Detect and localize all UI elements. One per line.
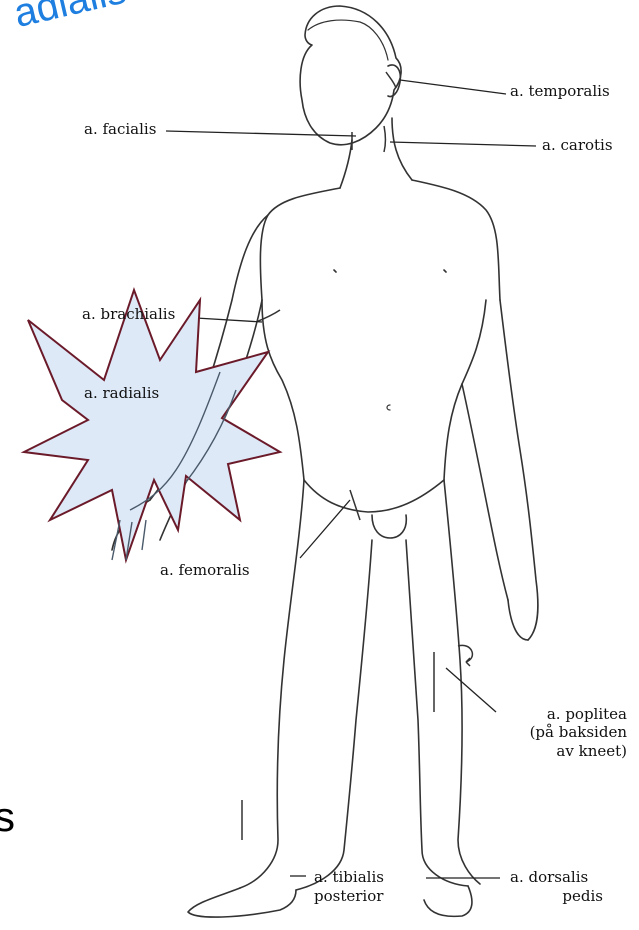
label-carotis: a. carotis xyxy=(542,138,613,153)
right-shoulder xyxy=(412,180,500,300)
label-tibialis-line2: posterior xyxy=(314,889,383,904)
label-dorsalis-line2: pedis xyxy=(562,889,603,904)
chest-mark-left xyxy=(334,270,336,272)
head-outline xyxy=(300,6,401,145)
leader-temporalis xyxy=(400,80,506,94)
label-facialis: a. facialis xyxy=(84,122,156,137)
label-temporalis: a. temporalis xyxy=(510,84,610,99)
left-shoulder xyxy=(260,188,340,300)
label-radialis: a. radialis xyxy=(84,386,159,401)
genitals xyxy=(372,515,406,538)
side-text-fragment: s xyxy=(0,796,15,838)
right-hand xyxy=(508,600,528,640)
highlight-star xyxy=(24,290,280,560)
torso-right xyxy=(444,300,486,480)
left-leg-outer xyxy=(240,480,304,888)
chest-mark-right xyxy=(444,270,446,272)
leader-facialis xyxy=(166,131,356,136)
label-dorsalis: a. dorsalis xyxy=(510,870,588,885)
carotis-artery-mark xyxy=(384,126,386,152)
label-poplitea-line2: (på baksiden xyxy=(530,725,627,740)
hair-line xyxy=(308,20,388,60)
neck-left xyxy=(340,140,352,188)
leader-brachialis xyxy=(196,318,262,322)
temporal-artery-mark xyxy=(386,72,396,88)
right-arm-inner xyxy=(462,384,508,600)
navel xyxy=(387,405,390,410)
left-foot xyxy=(188,888,296,917)
label-tibialis: a. tibialis xyxy=(314,870,384,885)
label-poplitea-line3: av kneet) xyxy=(556,744,627,759)
leader-femoralis xyxy=(300,500,350,558)
leader-carotis xyxy=(390,142,536,146)
leader-poplitea xyxy=(446,668,496,712)
hip-line xyxy=(304,480,444,512)
femoral-artery-mark xyxy=(350,490,360,520)
left-leg-inner xyxy=(296,540,372,890)
label-poplitea: a. poplitea xyxy=(547,707,627,722)
neck-right xyxy=(392,118,412,180)
label-brachialis: a. brachialis xyxy=(82,307,175,322)
label-femoralis: a. femoralis xyxy=(160,563,250,578)
right-foot xyxy=(424,886,472,916)
